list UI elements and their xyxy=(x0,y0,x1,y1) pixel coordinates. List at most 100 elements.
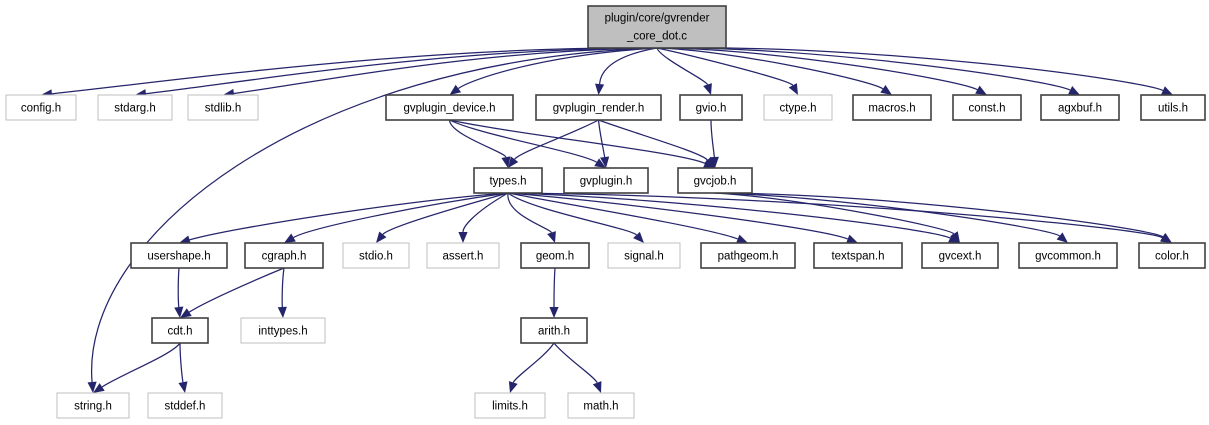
arrowhead-icon xyxy=(709,156,719,168)
graph-node-usershape[interactable]: usershape.h xyxy=(130,242,228,269)
node-box[interactable] xyxy=(763,94,833,121)
dependency-edge xyxy=(179,342,184,383)
node-box[interactable] xyxy=(342,242,410,269)
graph-node-assert[interactable]: assert.h xyxy=(426,242,500,269)
node-box[interactable] xyxy=(677,167,753,194)
dependency-edge xyxy=(598,47,658,85)
graph-node-textspan[interactable]: textspan.h xyxy=(813,242,903,269)
arrowhead-icon xyxy=(595,83,605,95)
node-box[interactable] xyxy=(952,94,1022,121)
graph-node-stdarg[interactable]: stdarg.h xyxy=(97,94,173,121)
node-box[interactable] xyxy=(56,392,130,419)
dependency-edge xyxy=(145,47,658,95)
graph-node-config[interactable]: config.h xyxy=(5,94,77,121)
graph-node-types[interactable]: types.h xyxy=(473,167,543,194)
node-box[interactable] xyxy=(426,242,500,269)
graph-node-cdt[interactable]: cdt.h xyxy=(151,317,209,344)
dependency-edge xyxy=(507,192,951,239)
graph-node-gvcjob[interactable]: gvcjob.h xyxy=(677,167,753,194)
arrowhead-icon xyxy=(600,156,610,168)
graph-node-gvplugin_device[interactable]: gvplugin_device.h xyxy=(385,94,514,121)
dependency-edge xyxy=(656,47,884,90)
dependency-edge xyxy=(91,47,658,383)
node-box[interactable] xyxy=(385,94,514,121)
node-box[interactable] xyxy=(607,242,681,269)
arrowhead-icon xyxy=(449,84,462,95)
dependency-edge xyxy=(382,192,509,235)
node-box[interactable] xyxy=(813,242,903,269)
node-box[interactable] xyxy=(1018,242,1118,269)
graph-node-arith[interactable]: arith.h xyxy=(520,317,588,344)
dependency-edge xyxy=(188,267,285,313)
graph-node-agxbuf[interactable]: agxbuf.h xyxy=(1040,94,1120,121)
node-box[interactable] xyxy=(5,94,77,121)
node-box[interactable] xyxy=(1138,242,1206,269)
arrowhead-icon xyxy=(633,231,644,243)
node-box[interactable] xyxy=(520,242,590,269)
node-box[interactable] xyxy=(1040,94,1120,121)
node-box[interactable] xyxy=(587,5,727,49)
graph-node-macros[interactable]: macros.h xyxy=(852,94,932,121)
arrowhead-icon xyxy=(703,83,712,95)
graph-node-gvplugin[interactable]: gvplugin.h xyxy=(563,167,649,194)
arrowhead-icon xyxy=(508,156,519,168)
dependency-edge xyxy=(514,119,599,160)
graph-node-color[interactable]: color.h xyxy=(1138,242,1206,269)
node-box[interactable] xyxy=(474,392,546,419)
graph-node-root[interactable]: plugin/core/gvrender_core_dot.c xyxy=(587,5,727,49)
graph-node-utils[interactable]: utils.h xyxy=(1140,94,1206,121)
node-box[interactable] xyxy=(700,242,796,269)
node-box[interactable] xyxy=(130,242,228,269)
node-box[interactable] xyxy=(147,392,223,419)
graph-node-limits[interactable]: limits.h xyxy=(474,392,546,419)
node-box[interactable] xyxy=(679,94,743,121)
node-box[interactable] xyxy=(520,317,588,344)
graph-node-gvio[interactable]: gvio.h xyxy=(679,94,743,121)
dependency-edge xyxy=(656,47,794,86)
graph-node-gvplugin_render[interactable]: gvplugin_render.h xyxy=(535,94,662,121)
arrowhead-icon xyxy=(788,83,798,95)
graph-node-stdio[interactable]: stdio.h xyxy=(342,242,410,269)
dependency-edge xyxy=(656,47,978,91)
node-box[interactable] xyxy=(852,94,932,121)
graph-node-string[interactable]: string.h xyxy=(56,392,130,419)
graph-node-cgraph[interactable]: cgraph.h xyxy=(244,242,324,269)
graph-node-gvcext[interactable]: gvcext.h xyxy=(921,242,999,269)
arrowhead-icon xyxy=(180,308,192,318)
node-box[interactable] xyxy=(187,94,259,121)
graph-node-math[interactable]: math.h xyxy=(567,392,635,419)
node-box[interactable] xyxy=(473,167,543,194)
arrowhead-icon xyxy=(846,234,858,244)
graph-node-const[interactable]: const.h xyxy=(952,94,1022,121)
graph-node-signal[interactable]: signal.h xyxy=(607,242,681,269)
dependency-edge xyxy=(189,192,509,241)
graph-node-geom[interactable]: geom.h xyxy=(520,242,590,269)
node-box[interactable] xyxy=(151,317,209,344)
node-box[interactable] xyxy=(240,317,326,344)
arrowhead-icon xyxy=(547,231,556,243)
graph-node-pathgeom[interactable]: pathgeom.h xyxy=(700,242,796,269)
node-box[interactable] xyxy=(535,94,662,121)
node-box[interactable] xyxy=(97,94,173,121)
graph-node-gvcommon[interactable]: gvcommon.h xyxy=(1018,242,1118,269)
graph-node-inttypes[interactable]: inttypes.h xyxy=(240,317,326,344)
dependency-edge xyxy=(458,47,658,90)
node-box[interactable] xyxy=(921,242,999,269)
arrowhead-icon xyxy=(704,156,715,168)
dependency-edge xyxy=(507,192,848,240)
node-box[interactable] xyxy=(1140,94,1206,121)
node-box[interactable] xyxy=(563,167,649,194)
graph-node-stdlib[interactable]: stdlib.h xyxy=(187,94,259,121)
graph-node-ctype[interactable]: ctype.h xyxy=(763,94,833,121)
dependency-edge xyxy=(512,342,555,383)
dependency-edge xyxy=(507,192,553,234)
graph-node-stddef[interactable]: stddef.h xyxy=(147,392,223,419)
node-box[interactable] xyxy=(567,392,635,419)
dependency-edge xyxy=(449,119,597,163)
dependency-edge xyxy=(448,119,507,158)
dependency-edge xyxy=(293,192,509,239)
node-box[interactable] xyxy=(244,242,324,269)
arrowhead-icon xyxy=(594,158,606,168)
dependency-edge xyxy=(507,192,637,236)
